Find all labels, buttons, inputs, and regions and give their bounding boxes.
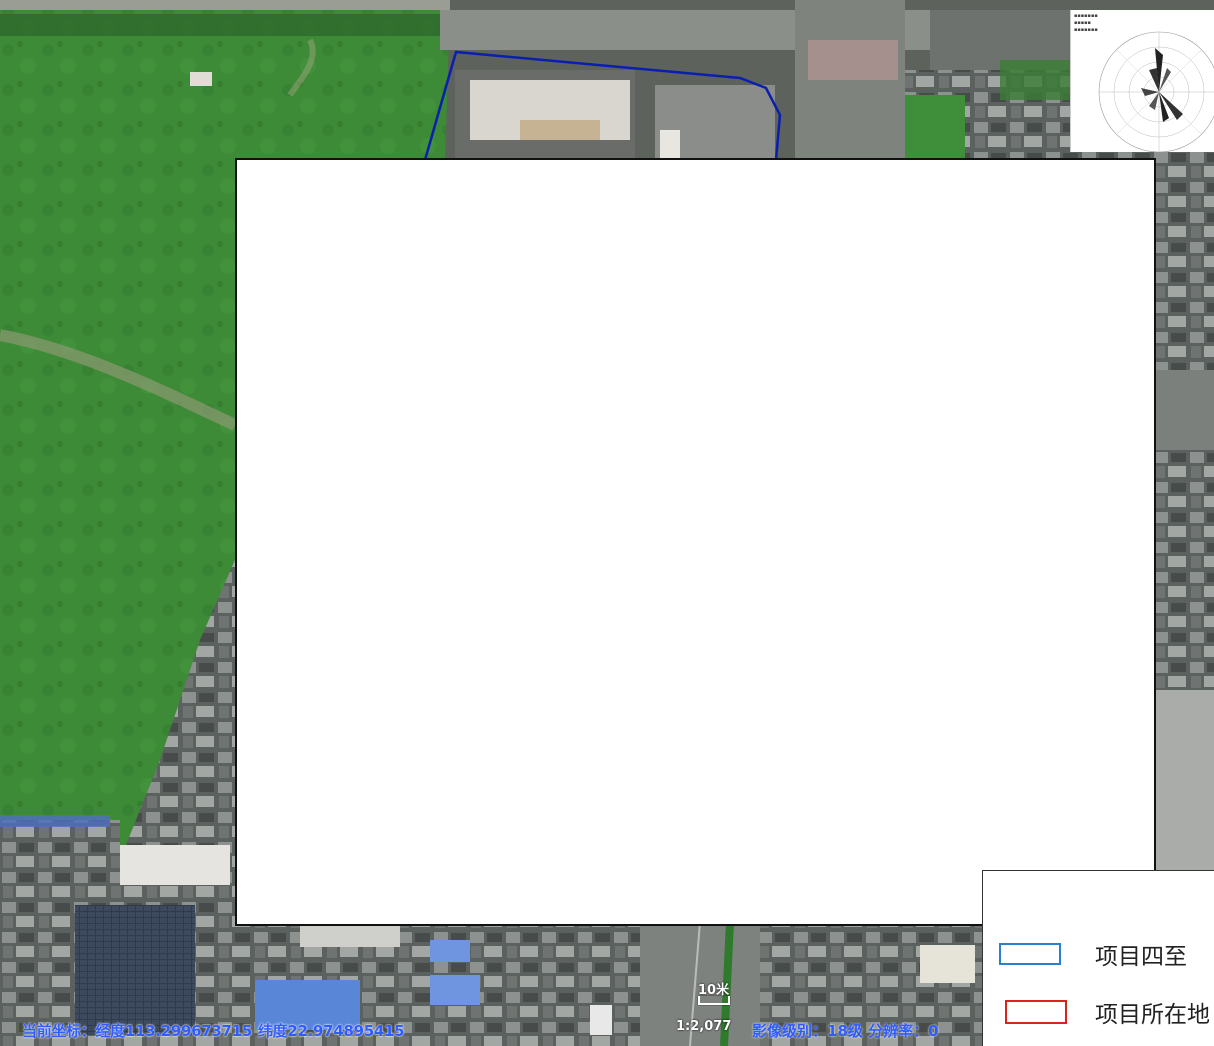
lat-value: 22.974895415: [287, 1022, 405, 1040]
map-legend: 项目四至 项目所在地: [982, 870, 1214, 1046]
scalebar: [698, 996, 730, 1005]
blank-overlay-panel: [235, 158, 1156, 926]
legend-swatch-red: [1005, 1000, 1067, 1024]
lon-value: 113.299673715: [124, 1022, 252, 1040]
lat-label: 纬度: [257, 1022, 288, 1040]
lon-label: 经度: [95, 1022, 126, 1040]
legend-label: 项目四至: [1095, 944, 1187, 970]
legend-label: 项目所在地: [1095, 1002, 1210, 1028]
wind-rose-caption: ▪▪▪▪▪▪▪▪▪▪▪▪▪▪▪▪▪▪▪: [1074, 13, 1098, 33]
level-label: 影像级别：18级: [752, 1022, 863, 1040]
legend-item-boundary: 项目四至: [999, 937, 1187, 971]
scalebar-label: 10米: [698, 983, 730, 998]
imagery-level: 影像级别：18级 分辨率：0: [752, 1020, 939, 1041]
wind-rose-inset: ▪▪▪▪▪▪▪▪▪▪▪▪▪▪▪▪▪▪▪: [1070, 10, 1214, 152]
coordinate-readout: 当前坐标：经度113.299673715 纬度22.974895415: [22, 1020, 410, 1041]
resolution-label: 分辨率：0: [868, 1022, 939, 1040]
wind-rose-chart: [1098, 31, 1214, 152]
scale-ratio: 1:2,077: [676, 1019, 732, 1034]
legend-item-location: 项目所在地: [999, 995, 1210, 1029]
coord-prefix: 当前坐标：: [22, 1022, 96, 1040]
legend-swatch-blue: [999, 943, 1061, 965]
